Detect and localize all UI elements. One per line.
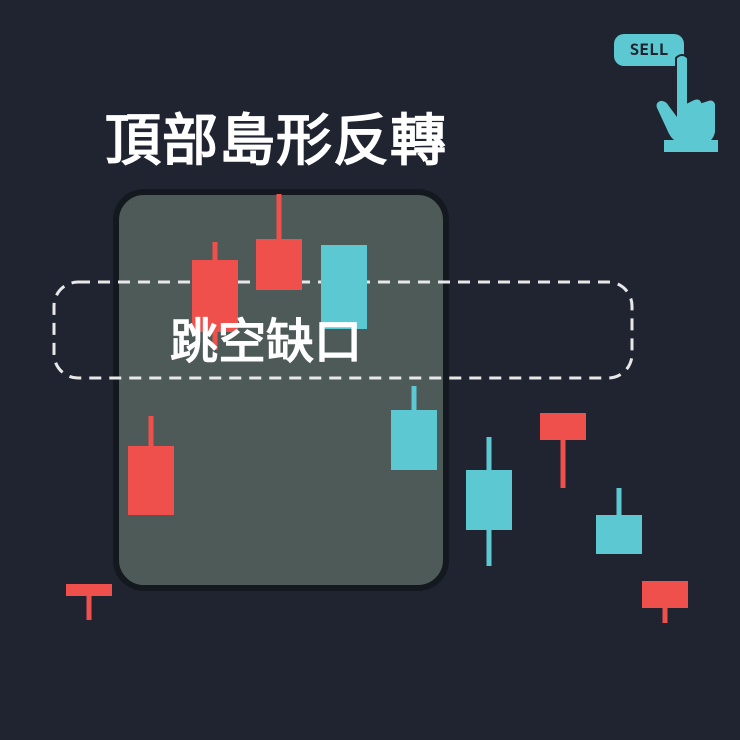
sell-badge: SELL: [614, 34, 684, 66]
candle-body: [256, 239, 302, 290]
candle-body: [192, 260, 238, 332]
candle-body: [66, 584, 112, 596]
chart-title: 頂部島形反轉: [105, 109, 447, 174]
candle-body: [321, 245, 367, 329]
hand-pointer-icon: [654, 54, 718, 152]
candle-body: [391, 410, 437, 470]
candle-body: [642, 581, 688, 608]
candle-body: [540, 413, 586, 440]
candle-wick: [560, 413, 566, 488]
candle-body: [596, 515, 642, 554]
candle-wick: [86, 584, 92, 620]
candle-body: [466, 470, 512, 530]
gap-label: 跳空缺口: [170, 314, 363, 370]
candle-body: [128, 446, 174, 515]
